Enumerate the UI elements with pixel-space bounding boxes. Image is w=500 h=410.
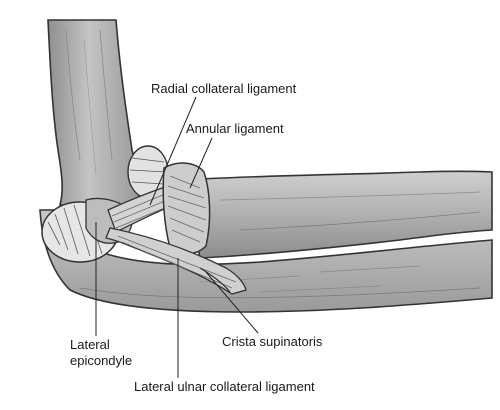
leader-annular — [189, 137, 213, 189]
label-lateral-epicondyle-line1: Lateral — [70, 337, 110, 352]
crista-supinatoris — [199, 267, 231, 293]
ulna — [39, 209, 493, 313]
radius — [184, 170, 493, 259]
label-lateral-epicondyle: Lateral epicondyle — [70, 337, 132, 369]
label-crista-supinatoris: Crista supinatoris — [222, 334, 323, 349]
annular-ligament — [162, 162, 211, 255]
humerus — [47, 19, 140, 211]
label-lateral-epicondyle-line2: epicondyle — [70, 353, 133, 368]
label-lateral-ulnar-collateral-ligament: Lateral ulnar collateral ligament — [134, 379, 315, 394]
leader-crista-supinatoris — [205, 271, 259, 334]
leader-radial-collateral — [149, 96, 197, 206]
label-annular-ligament: Annular ligament — [186, 121, 284, 136]
label-radial-collateral-ligament: Radial collateral ligament — [151, 81, 297, 96]
